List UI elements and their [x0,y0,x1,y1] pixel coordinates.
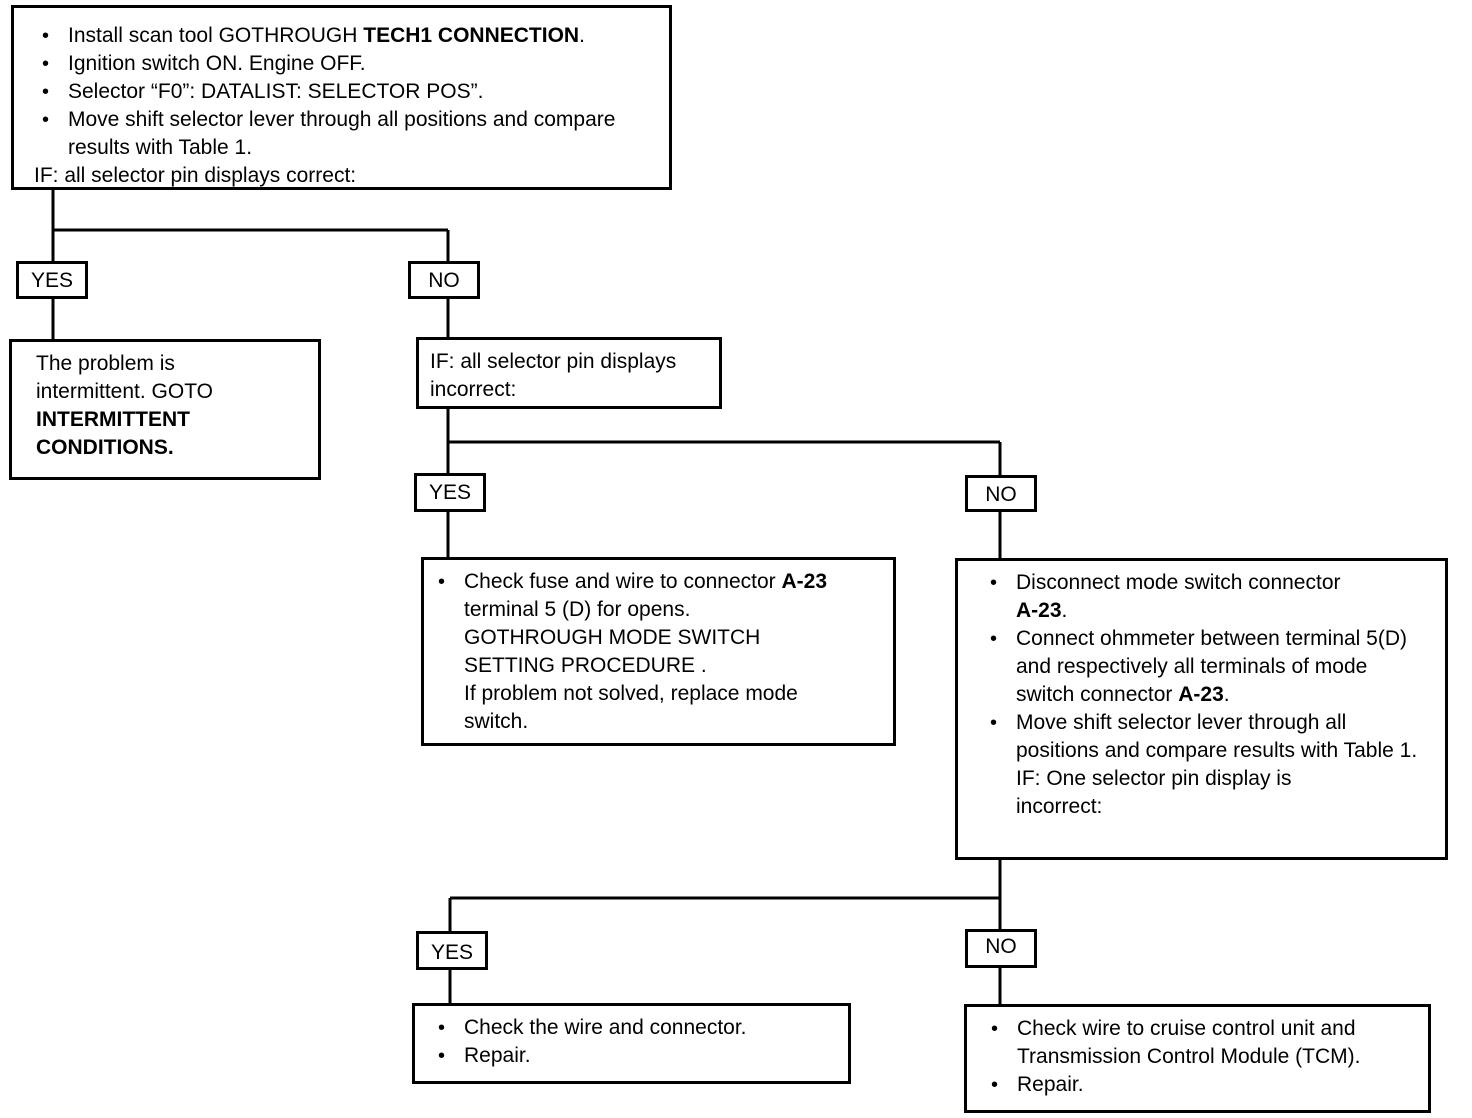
disconnect-connector-ref-line: A-23. [1016,597,1425,625]
check-fuse-line1: Check fuse and wire to connector A-23 [464,568,885,596]
connect-ohmmeter-text: Connect ohmmeter between terminal 5(D) a… [1016,627,1408,706]
condition3-line1: IF: One selector pin display is [1016,767,1292,790]
check-fuse-bullet: Check fuse and wire to connector A-23 te… [430,568,885,736]
intermittent-result-box: The problem is intermittent. GOTO INTERM… [9,339,321,480]
disconnect-mode-switch-box: Disconnect mode switch connector A-23. C… [955,558,1448,860]
step1-bullet-scan-tool-suffix: . [579,24,585,47]
check-wire-tcm-bullet-list: Check wire to cruise control unit and Tr… [983,1015,1420,1099]
repair-bullet: Repair. [983,1071,1420,1099]
step1-bullet-scan-tool: Install scan tool GOTHROUGH TECH1 CONNEC… [34,22,659,50]
replace-mode-switch-line2: switch. [464,710,529,733]
step1-bullet-ignition: Ignition switch ON. Engine OFF. [34,50,659,78]
replace-mode-switch-line1: If problem not solved, replace mode [464,682,798,705]
check-wire-connector-box: Check the wire and connector. Repair. [412,1003,851,1084]
repair-bullet: Repair. [430,1042,840,1070]
condition2-line2: incorrect: [430,378,517,401]
check-wire-connector-bullet: Check the wire and connector. [430,1014,840,1042]
intermittent-result-line2: intermittent. GOTO [36,380,213,403]
mode-switch-procedure-line2: SETTING PROCEDURE . [464,654,707,677]
check-fuse-line1-text: Check fuse and wire to connector [464,570,782,593]
step1-bullet-selector: Selector “F0”: DATALIST: SELECTOR POS”. [34,78,659,106]
branch2-no-label: NO [965,475,1037,512]
step1-bullet-scan-tool-text: Install scan tool GOTHROUGH [68,24,364,47]
step1-bullet-move-lever-text: Move shift selector lever through all po… [68,108,616,159]
condition3-line2: incorrect: [1016,795,1103,818]
disconnect-connector-suffix: . [1061,599,1068,622]
check-wire-connector-bullet-list: Check the wire and connector. Repair. [430,1014,840,1070]
mode-switch-procedure-line1: GOTHROUGH MODE SWITCH [464,626,761,649]
step1-bullet-move-lever: Move shift selector lever through all po… [34,106,659,162]
condition2-box: IF: all selector pin displays incorrect: [416,337,722,409]
connector-a23-reference: A-23 [1016,599,1062,622]
branch3-yes-label: YES [416,931,488,970]
check-fuse-result-box: Check fuse and wire to connector A-23 te… [421,557,896,746]
step1-bullet-selector-text: Selector “F0”: DATALIST: SELECTOR POS”. [68,80,484,103]
intermittent-result-line1: The problem is [36,352,175,375]
branch3-no-label: NO [965,929,1037,968]
check-wire-tcm-box: Check wire to cruise control unit and Tr… [964,1004,1431,1113]
step1-box: Install scan tool GOTHROUGH TECH1 CONNEC… [11,5,672,190]
branch2-yes-label: YES [414,473,486,512]
check-fuse-bullet-list: Check fuse and wire to connector A-23 te… [430,568,885,736]
intermittent-conditions-reference-line2: CONDITIONS. [36,436,174,459]
move-lever-text: Move shift selector lever through all po… [1016,711,1418,762]
branch1-no-label: NO [408,261,480,299]
disconnect-connector-bullet: Disconnect mode switch connector A-23. [982,569,1425,625]
disconnect-connector-text: Disconnect mode switch connector [1016,571,1341,594]
tech1-connection-reference: TECH1 CONNECTION [363,24,580,47]
connect-ohmmeter-suffix: . [1223,683,1230,706]
step1-bullet-ignition-text: Ignition switch ON. Engine OFF. [68,52,366,75]
connector-a23-reference: A-23 [781,570,828,593]
intermittent-conditions-reference-line1: INTERMITTENT [36,408,190,431]
move-lever-bullet: Move shift selector lever through all po… [982,709,1425,821]
step1-bullet-list: Install scan tool GOTHROUGH TECH1 CONNEC… [34,22,659,162]
disconnect-mode-switch-bullet-list: Disconnect mode switch connector A-23. C… [982,569,1425,821]
check-wire-tcm-bullet: Check wire to cruise control unit and Tr… [983,1015,1420,1071]
connector-a23-reference: A-23 [1178,683,1224,706]
connect-ohmmeter-bullet: Connect ohmmeter between terminal 5(D) a… [982,625,1425,709]
condition2-line1: IF: all selector pin displays [430,350,677,373]
step1-condition: IF: all selector pin displays correct: [34,164,357,187]
check-fuse-line2: terminal 5 (D) for opens. [464,598,691,621]
branch1-yes-label: YES [16,261,88,299]
